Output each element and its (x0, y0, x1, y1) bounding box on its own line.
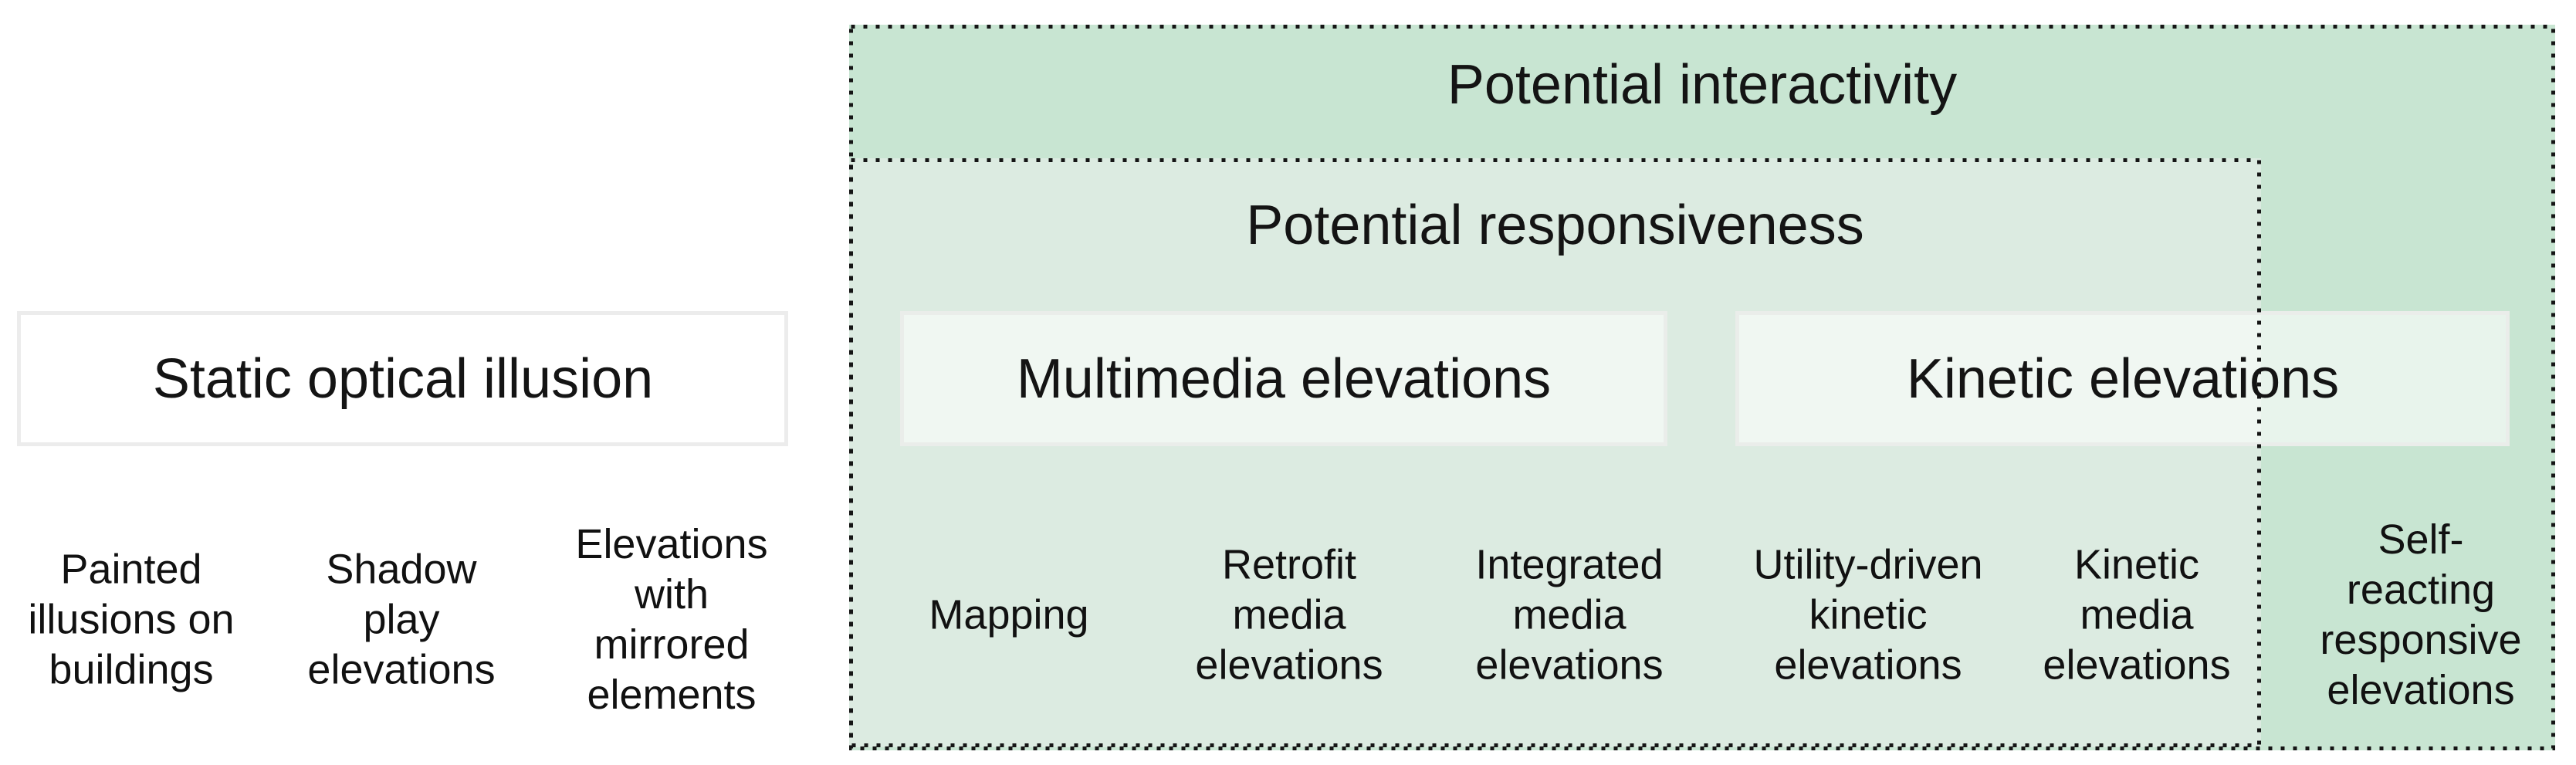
leaf-label-self-reacting-responsive: Self-reacting responsive elevations (2320, 516, 2522, 713)
leaf-label-shadow-play: Shadow play elevations (307, 546, 496, 693)
leaf-label-retrofit-media: Retrofit media elevations (1195, 541, 1383, 689)
kinetic-elevations-title: Kinetic elevations (1906, 348, 2340, 410)
multimedia-elevations-title: Multimedia elevations (1016, 348, 1552, 410)
static-optical-illusion-box (17, 311, 788, 446)
static-optical-illusion-title: Static optical illusion (152, 348, 654, 410)
potential-interactivity-title: Potential interactivity (1447, 54, 1958, 116)
leaf-label-mapping: Mapping (929, 591, 1089, 638)
leaf-label-integrated-media: Integrated media elevations (1475, 541, 1664, 689)
leaf-label-kinetic-media: Kinetic media elevations (2043, 541, 2231, 689)
leaf-label-utility-driven-kinetic: Utility-driven kinetic elevations (1753, 541, 1983, 689)
potential-responsiveness-title: Potential responsiveness (1246, 195, 1864, 256)
leaf-label-mirrored-elements: Elevations with mirrored elements (575, 521, 768, 718)
leaf-label-painted-illusions: Painted illusions on buildings (28, 546, 235, 693)
